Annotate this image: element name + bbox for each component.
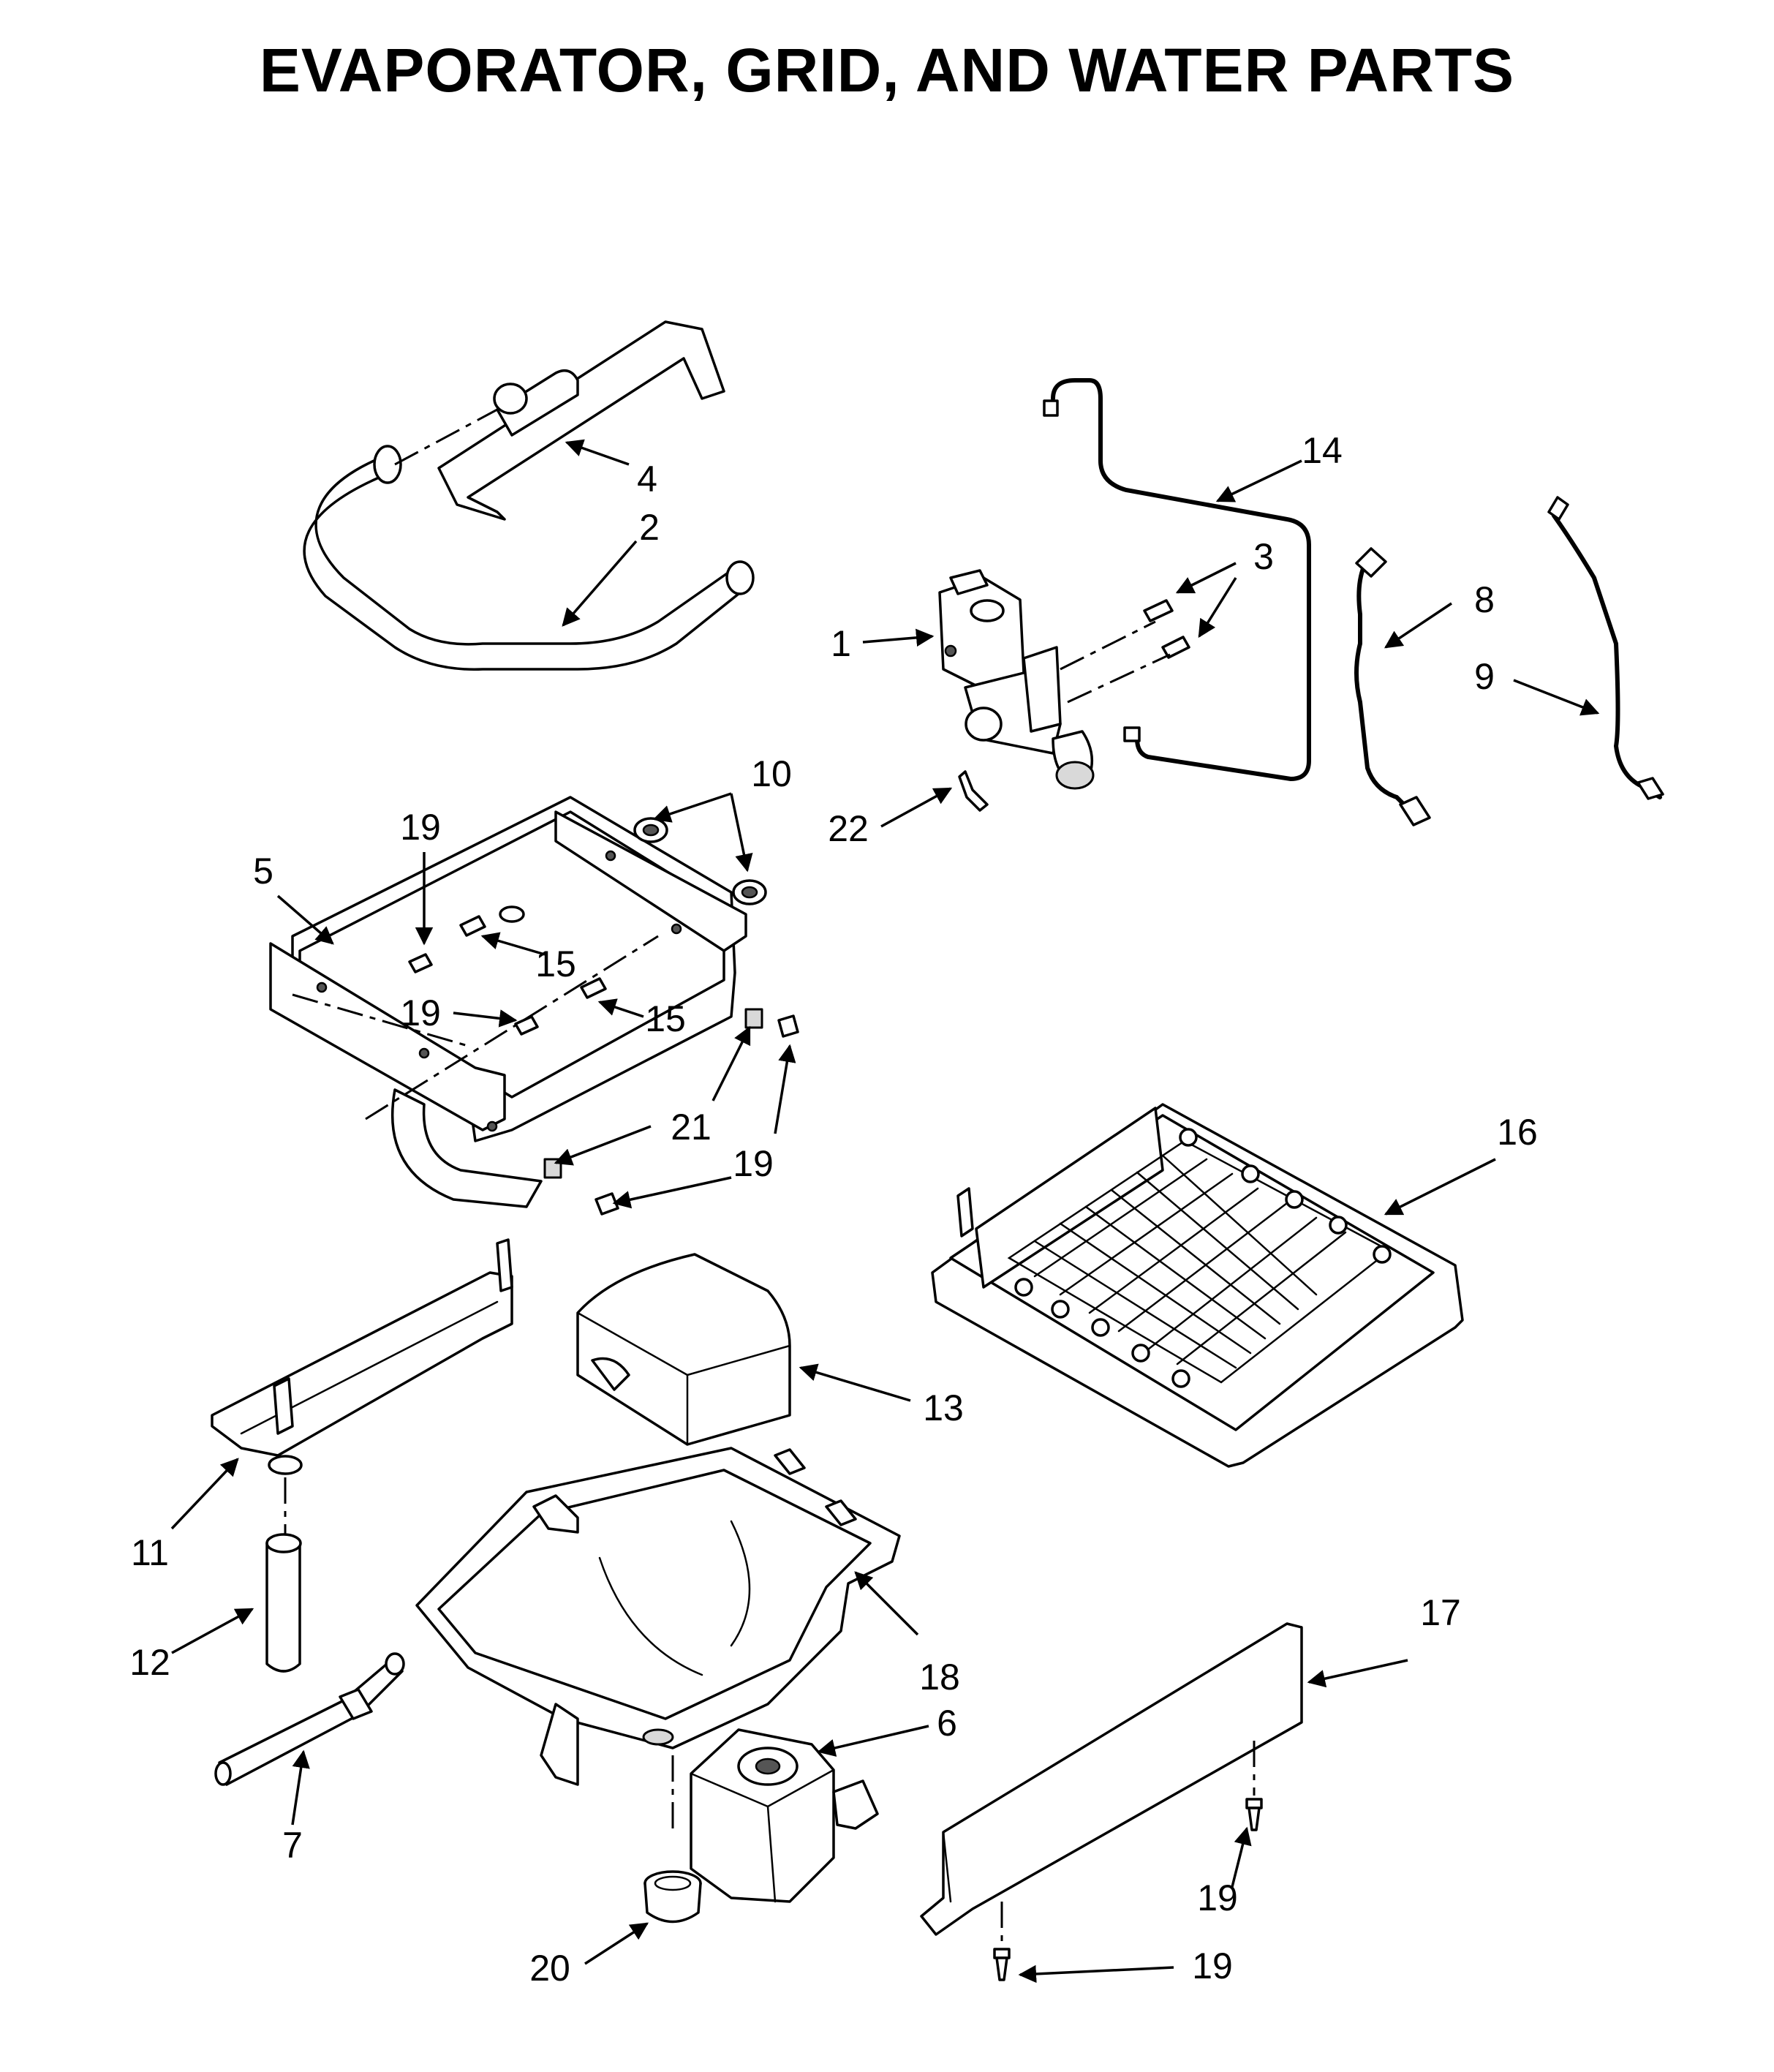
callout-19a: 19 [400, 807, 441, 848]
part-16-grid [931, 1103, 1464, 1468]
callout-1: 1 [831, 623, 851, 664]
part-17-panel [920, 1622, 1303, 1936]
part-7-elbow-tube [214, 1652, 405, 1786]
callout-19b: 19 [400, 992, 441, 1033]
callout-10: 10 [751, 753, 792, 794]
part-5-evaporator-tray [269, 796, 747, 1208]
part-10-grommets [633, 817, 767, 905]
part-13-cover [576, 1253, 791, 1446]
callout-19d: 19 [1197, 1877, 1238, 1918]
part-11-fill-trough [211, 1238, 513, 1475]
callout-2: 2 [639, 507, 660, 548]
diagram-title: EVAPORATOR, GRID, AND WATER PARTS [259, 36, 1515, 105]
callout-19c: 19 [733, 1143, 774, 1184]
callout-22: 22 [828, 808, 869, 849]
part-9-tube [1547, 496, 1664, 800]
panel-screws [993, 1798, 1263, 1981]
callout-13: 13 [923, 1387, 964, 1428]
callout-18: 18 [919, 1657, 960, 1698]
part-1-water-valve [938, 569, 1095, 790]
part-4-heater-bar [437, 320, 725, 521]
callout-14: 14 [1302, 430, 1343, 471]
callout-17: 17 [1420, 1592, 1461, 1633]
callout-12: 12 [129, 1642, 170, 1683]
part-22-clip [958, 770, 989, 812]
part-20-ring [643, 1870, 702, 1924]
leader-lines [170, 439, 1600, 1984]
callout-19e: 19 [1192, 1945, 1233, 1986]
callout-16: 16 [1497, 1112, 1538, 1153]
callout-6: 6 [937, 1703, 957, 1744]
callout-8: 8 [1474, 579, 1495, 620]
part-8-tube [1354, 547, 1431, 826]
callout-20: 20 [529, 1948, 570, 1989]
part-14-tube [1043, 378, 1311, 782]
callout-4: 4 [637, 459, 657, 500]
callout-15b: 15 [645, 998, 686, 1039]
part-3-screws [1143, 599, 1190, 659]
part-2-tube [303, 445, 755, 671]
callout-9: 9 [1474, 656, 1495, 697]
callout-5: 5 [253, 851, 273, 892]
tray-screws [408, 915, 799, 1216]
part-6-motor [690, 1728, 879, 1903]
callout-21: 21 [671, 1107, 712, 1148]
callout-3: 3 [1253, 536, 1274, 577]
part-18-bin [415, 1447, 901, 1786]
callout-11: 11 [131, 1532, 169, 1573]
callout-7: 7 [282, 1825, 303, 1866]
part-12-tube [265, 1533, 302, 1673]
callout-labels: 1 2 3 4 5 6 7 8 9 10 11 12 13 14 15 15 1… [129, 430, 1538, 1989]
callout-15a: 15 [535, 943, 576, 984]
